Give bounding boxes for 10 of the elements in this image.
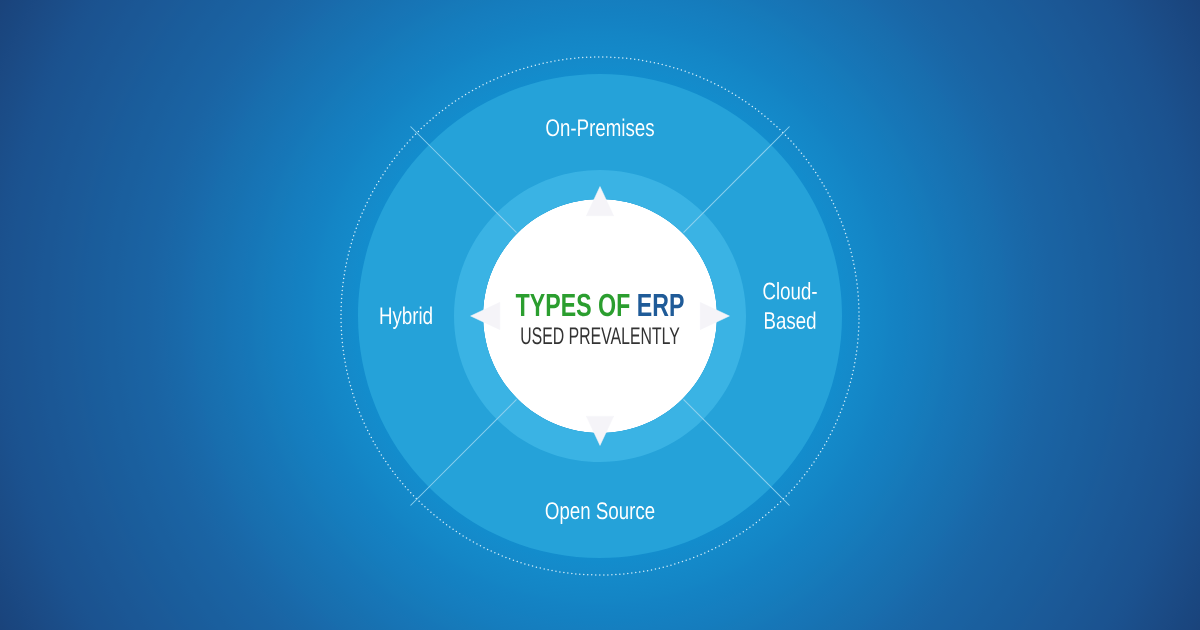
segment-label: Open Source — [545, 502, 655, 524]
heading-text: TYPES OF ERP — [515, 293, 684, 317]
segment-label: Hybrid — [380, 306, 432, 329]
arrow — [586, 186, 614, 217]
subheading-text: USED PREVALENTLY — [521, 327, 680, 345]
segment-label: On-Premises — [546, 118, 654, 137]
arrow — [586, 415, 614, 446]
segment-label: Cloud- Based — [763, 281, 817, 330]
arrow — [699, 302, 730, 330]
arrow — [470, 302, 501, 330]
